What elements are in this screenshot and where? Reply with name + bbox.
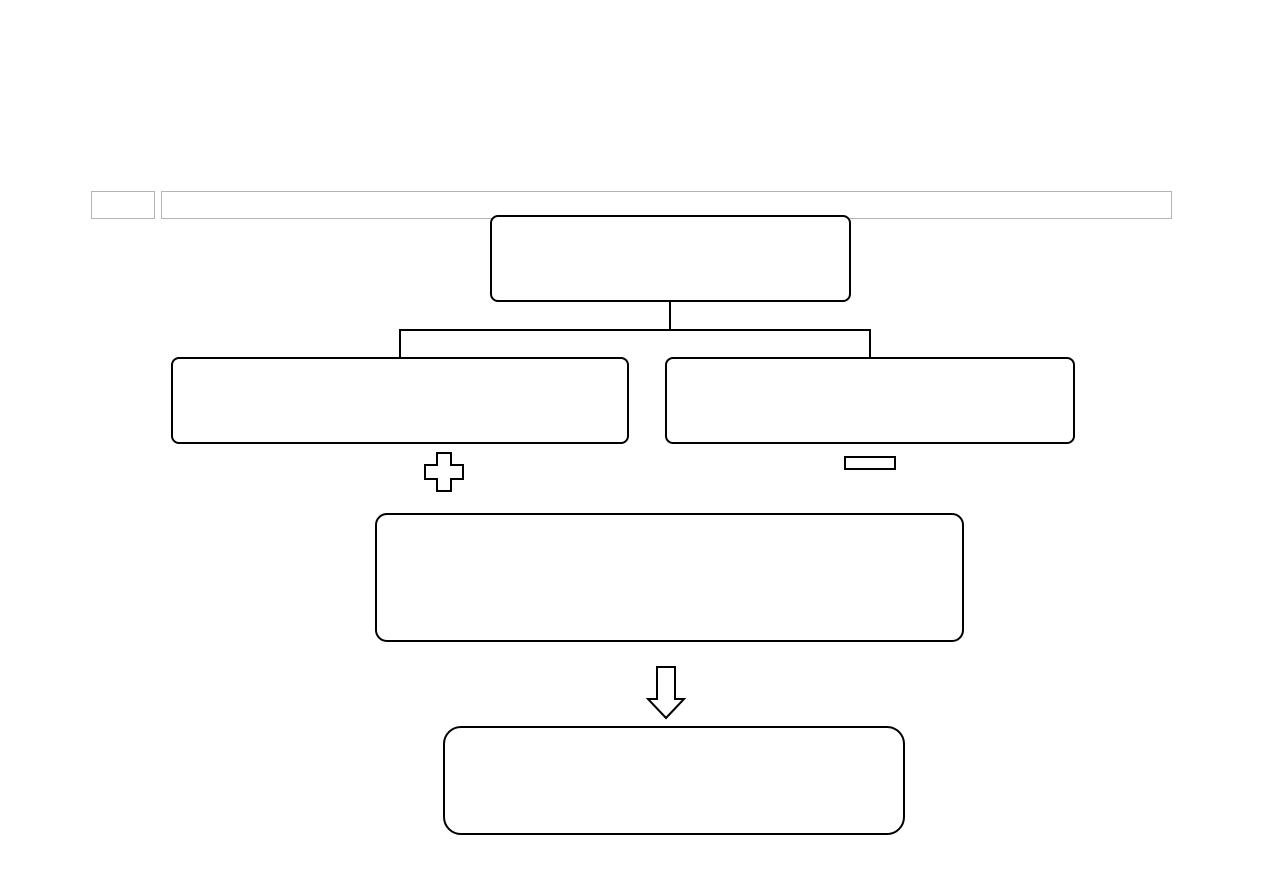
minus-icon: [844, 456, 896, 470]
arrow-down-icon: [645, 666, 687, 720]
plus-icon: [424, 452, 464, 492]
diagram-node-middle: [375, 513, 964, 642]
diagram-node-bottom: [443, 726, 905, 835]
diagram-node-top: [490, 215, 851, 302]
diagram-node-left: [171, 357, 629, 444]
header-number-cell: [91, 191, 155, 219]
diagram-node-right: [665, 357, 1075, 444]
